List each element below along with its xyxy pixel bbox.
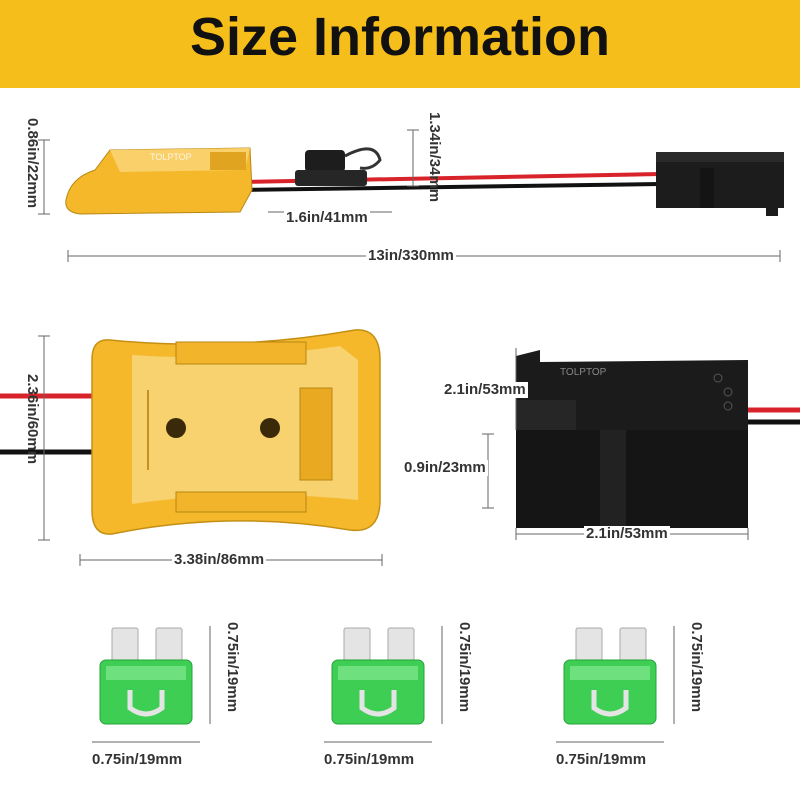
black-wire bbox=[239, 182, 661, 192]
dim-adapter-length: 3.38in/86mm bbox=[172, 551, 267, 568]
dim-fuse-width: 0.75in/19mm bbox=[322, 751, 417, 768]
dim-fuse-width: 0.75in/19mm bbox=[554, 751, 649, 768]
dim-connector-bottom: 0.9in/23mm bbox=[402, 459, 488, 476]
side-view: TOLPTOP bbox=[38, 129, 784, 262]
dim-fuse-height: 0.75in/19mm bbox=[688, 622, 705, 713]
connector-side bbox=[656, 152, 784, 216]
fuse bbox=[331, 627, 425, 725]
adapter-top-view bbox=[0, 329, 383, 566]
dim-fuse-width: 0.75in/19mm bbox=[90, 751, 185, 768]
dim-adapter-width: 2.36in/60mm bbox=[24, 374, 41, 465]
page-title: Size Information bbox=[189, 7, 611, 67]
inline-fuse-holder bbox=[295, 147, 382, 186]
dim-fuse-holder-height: 1.34in/34mm bbox=[426, 112, 443, 203]
fuse bbox=[563, 627, 657, 725]
dim-connector-top: 2.1in/53mm bbox=[442, 381, 528, 398]
connector-view: TOLPTOP bbox=[482, 348, 800, 540]
connector-brand-mark: TOLPTOP bbox=[560, 367, 607, 378]
title-banner bbox=[0, 0, 800, 88]
adapter-side: TOLPTOP bbox=[65, 147, 253, 215]
dim-fuse-height: 0.75in/19mm bbox=[224, 622, 241, 713]
dim-fuse-height: 0.75in/19mm bbox=[456, 622, 473, 713]
brand-mark: TOLPTOP bbox=[150, 152, 192, 162]
fuse bbox=[99, 627, 193, 725]
dim-connector-width: 2.1in/53mm bbox=[584, 525, 670, 542]
dim-total-length: 13in/330mm bbox=[366, 247, 456, 264]
dim-fuse-holder-width: 1.6in/41mm bbox=[284, 209, 370, 226]
dim-adapter-height: 0.86in/22mm bbox=[24, 118, 41, 209]
